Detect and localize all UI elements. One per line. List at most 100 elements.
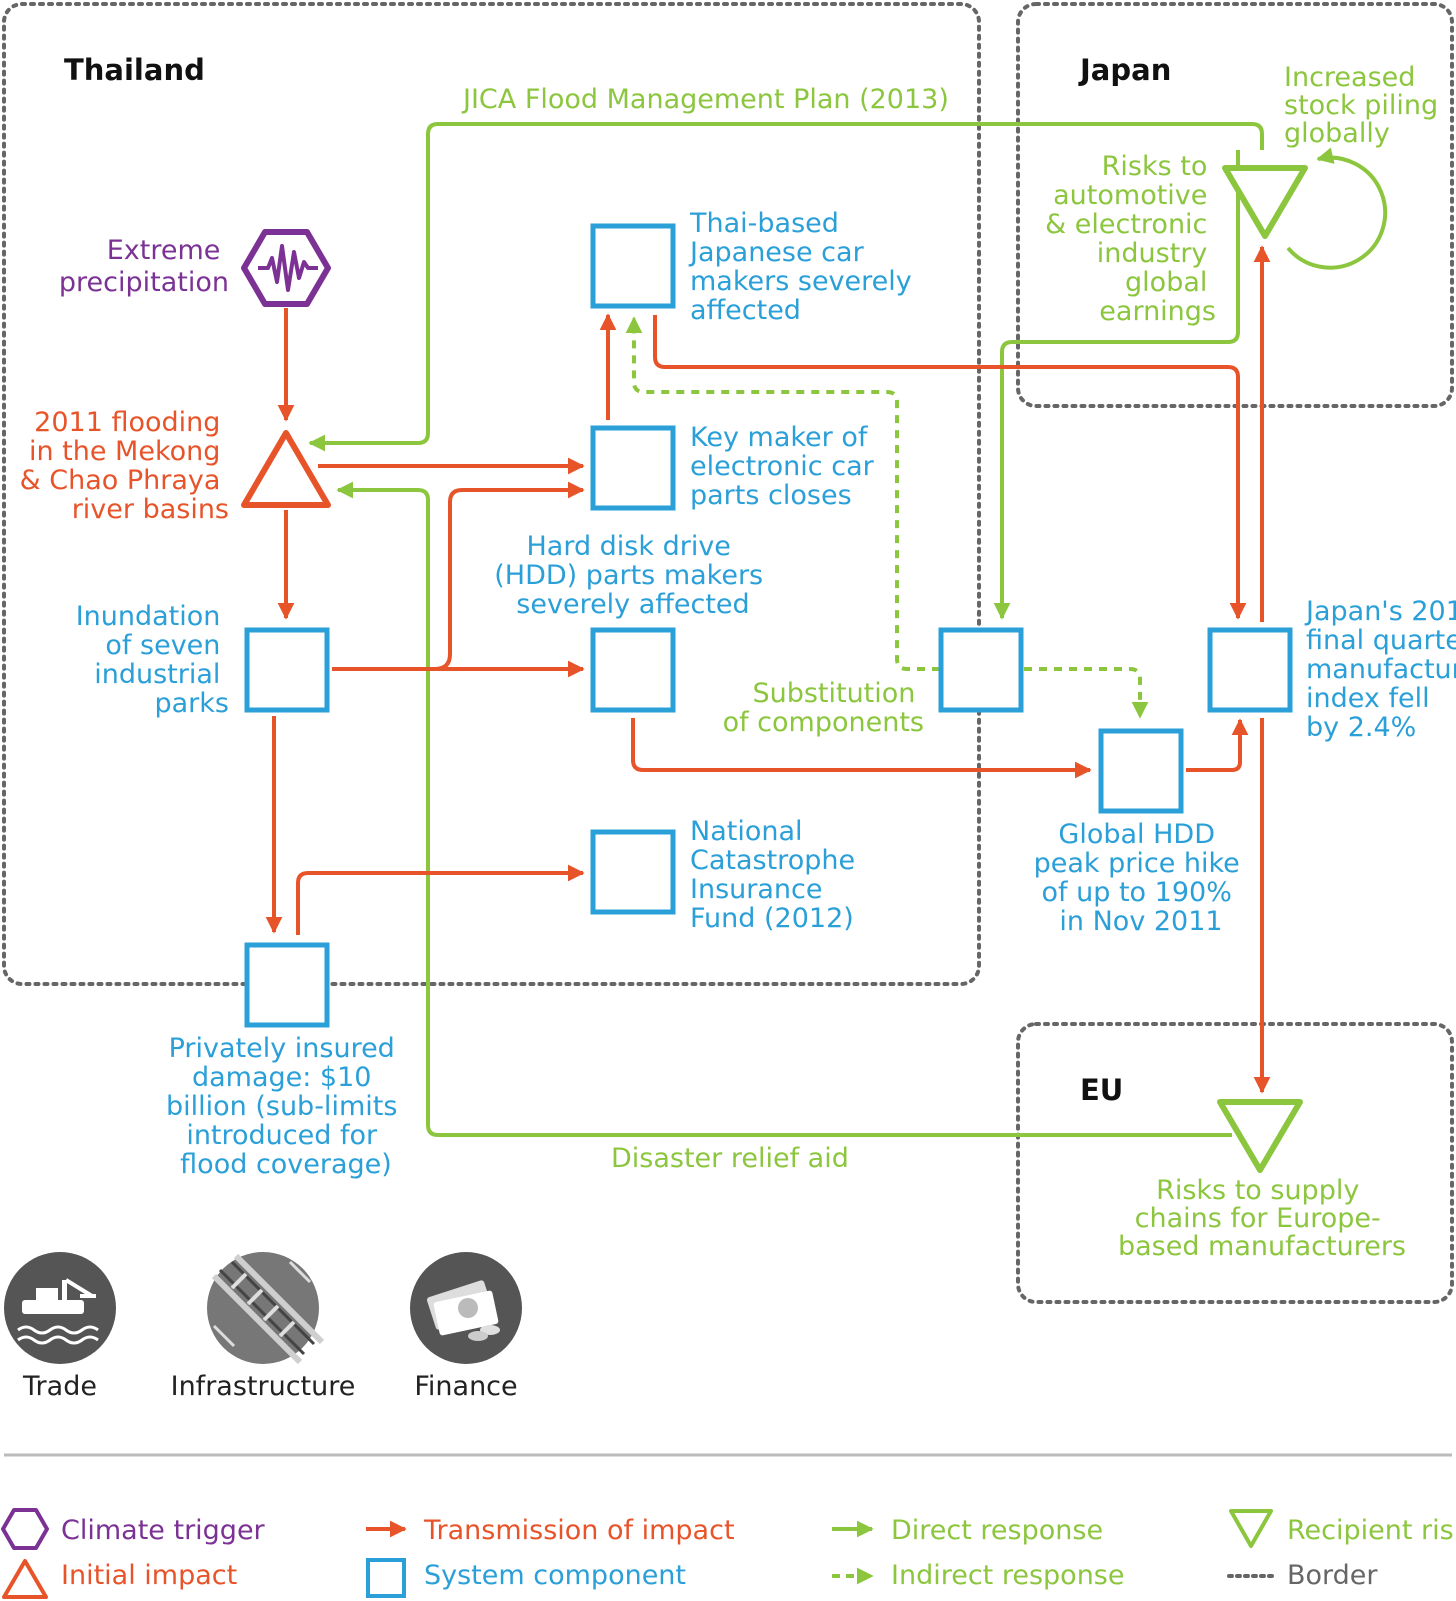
thailand-border	[2, 2, 981, 986]
label-line: manufacturing	[1306, 654, 1456, 685]
climate-trigger-node	[241, 229, 331, 307]
legend-climate-trigger: Climate trigger	[61, 1515, 266, 1546]
sector-finance-label: Finance	[414, 1371, 517, 1402]
legend-transmission: Transmission of impact	[423, 1515, 735, 1546]
edge-substitution-to-car-makers	[625, 316, 940, 671]
legend-hexagon-icon	[1, 1508, 49, 1550]
label-line: billion (sub-limits	[166, 1091, 397, 1122]
label-thai-car-makers: Thai-based Japanese car makers severely …	[688, 208, 920, 326]
node-risks-auto	[1222, 165, 1308, 239]
legend-direct-response: Direct response	[891, 1515, 1103, 1546]
initial-impact-node	[241, 430, 331, 508]
label-line: electronic car	[690, 451, 875, 482]
label-risks-supply: Risks to supply chains for Europe- based…	[1118, 1175, 1406, 1262]
label-flooding-2011: 2011 flooding in the Mekong & Chao Phray…	[20, 407, 229, 525]
label-line: Extreme	[107, 235, 221, 266]
sector-infrastructure-label: Infrastructure	[171, 1371, 356, 1402]
node-risks-supply	[1217, 1099, 1303, 1173]
label-line: & electronic	[1045, 209, 1207, 240]
legend-system-component: System component	[424, 1560, 686, 1591]
region-thailand-label: Thailand	[64, 53, 205, 87]
label-stockpiling: Increased stock piling globally	[1284, 62, 1447, 149]
edge-carmakers-to-japan-index	[653, 315, 1247, 620]
recipient-risks	[1217, 165, 1308, 1173]
japan-border	[1016, 2, 1454, 408]
label-line: Increased	[1284, 62, 1415, 93]
label-line: introduced for	[186, 1120, 378, 1151]
waveform-icon	[258, 244, 318, 292]
label-line: of components	[723, 707, 924, 738]
label-line: stock piling	[1284, 90, 1438, 121]
label-line: industrial	[94, 659, 220, 690]
indirect-response-lines	[625, 316, 1149, 719]
region-borders	[2, 2, 1454, 1304]
label-line: Key maker of	[690, 422, 869, 453]
label-hdd-makers: Hard disk drive (HDD) parts makers sever…	[494, 531, 771, 620]
label-substitution: Substitution of components	[723, 678, 924, 738]
label-inundation: Inundation of seven industrial parks	[76, 601, 229, 719]
label-line: of seven	[105, 630, 220, 661]
label-line: Global HDD	[1058, 819, 1215, 850]
label-line: National	[690, 816, 803, 847]
label-line: global	[1125, 267, 1207, 298]
label-line: automotive	[1053, 180, 1207, 211]
label-extreme-precipitation: Extreme precipitation	[59, 235, 229, 298]
label-disaster-relief: Disaster relief aid	[611, 1143, 849, 1174]
label-line: Thai-based	[689, 208, 839, 239]
transmission-lines	[265, 245, 1271, 1094]
label-line: Japanese car	[688, 237, 865, 268]
edge-hdd-to-global-hdd	[631, 718, 1092, 779]
label-line: based manufacturers	[1118, 1231, 1406, 1262]
direct-response-lines	[308, 122, 1388, 1137]
node-japan-index	[1207, 627, 1293, 713]
label-line: earnings	[1099, 296, 1216, 327]
legend-triangle-icon	[2, 1559, 48, 1599]
label-line: & Chao Phraya	[20, 465, 221, 496]
node-substitution	[938, 627, 1024, 713]
label-line: in Nov 2011	[1059, 906, 1222, 937]
label-line: Catastrophe	[690, 845, 855, 876]
label-line: final quarter	[1306, 625, 1456, 656]
eu-border	[1016, 1022, 1454, 1304]
label-line: 2011 flooding	[34, 407, 220, 438]
label-line: Inundation	[76, 601, 221, 632]
label-japan-index: Japan's 2011 final quarter manufacturing…	[1304, 596, 1456, 743]
label-line: Substitution	[752, 678, 915, 709]
label-line: affected	[690, 295, 801, 326]
system-components	[244, 223, 1293, 1028]
label-line: Hard disk drive	[526, 531, 730, 562]
label-line: Fund (2012)	[690, 903, 854, 934]
label-line: parks	[155, 688, 230, 719]
label-line: industry	[1097, 238, 1208, 269]
label-risks-auto: Risks to automotive & electronic industr…	[1045, 151, 1216, 327]
node-inundation	[244, 627, 330, 713]
trade-icon	[4, 1252, 116, 1364]
label-line: by 2.4%	[1306, 712, 1416, 743]
label-line: damage: $10	[192, 1062, 372, 1093]
label-line: makers severely	[690, 266, 912, 297]
label-line: Privately insured	[169, 1033, 395, 1064]
label-line: chains for Europe-	[1135, 1203, 1381, 1234]
label-line: parts closes	[690, 480, 852, 511]
finance-icon	[410, 1252, 522, 1364]
node-key-maker	[590, 425, 676, 511]
label-line: peak price hike	[1034, 848, 1240, 879]
label-line: severely affected	[516, 589, 749, 620]
label-line: Risks to supply	[1156, 1175, 1359, 1206]
label-key-maker: Key maker of electronic car parts closes	[690, 422, 882, 511]
label-line: river basins	[72, 494, 229, 525]
label-insurance-fund: National Catastrophe Insurance Fund (201…	[690, 816, 864, 934]
edge-substitution-to-global-hdd	[1024, 667, 1149, 719]
edge-risks-to-global-hdd	[993, 150, 1240, 620]
label-line: index fell	[1306, 683, 1430, 714]
edge-private-to-fund	[296, 864, 585, 935]
infrastructure-icon	[207, 1252, 325, 1365]
legend-indirect-response: Indirect response	[891, 1560, 1124, 1591]
legend-square-icon	[366, 1558, 406, 1598]
legend-border: Border	[1287, 1560, 1378, 1591]
label-line: precipitation	[59, 267, 229, 298]
label-global-hdd: Global HDD peak price hike of up to 190%…	[1034, 819, 1249, 937]
label-private-insured: Privately insured damage: $10 billion (s…	[166, 1033, 406, 1180]
region-eu-label: EU	[1080, 1073, 1123, 1107]
